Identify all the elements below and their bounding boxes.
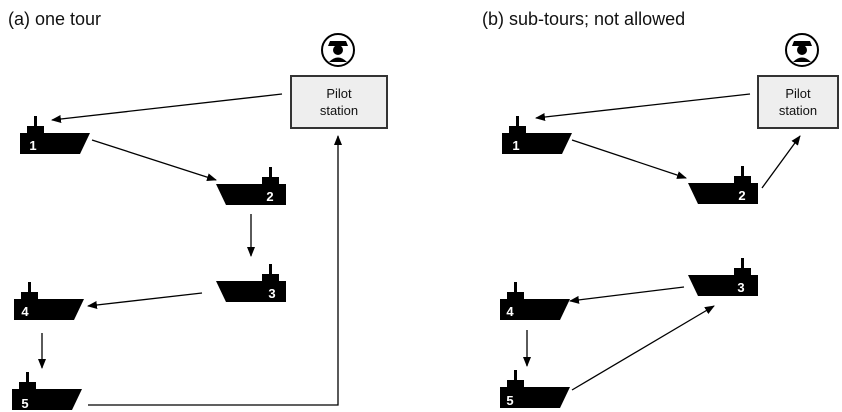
ship-4-label: 4 [506, 304, 514, 319]
ship-2-label: 2 [738, 188, 745, 203]
ship-1-label: 1 [512, 138, 519, 153]
arrow-ship-5-to-ship-3 [571, 305, 715, 391]
ship-3-label: 3 [268, 286, 275, 301]
ship-2: 2 [688, 166, 758, 204]
pilot-avatar-icon [321, 33, 355, 67]
ship-1: 1 [20, 116, 90, 154]
ship-4-label: 4 [21, 304, 29, 319]
pilot-station-box [290, 75, 388, 129]
pilot-station: Pilot station [290, 75, 388, 129]
ship-2-label: 2 [266, 189, 273, 204]
ship-3: 3 [688, 258, 758, 296]
panel-b-title: (b) sub-tours; not allowed [482, 9, 685, 29]
arrow-station-to-ship-1 [51, 93, 283, 123]
panel-a: (a) one tour Pilot station 1 2 3 [8, 9, 388, 411]
arrow-ship-1-to-ship-2 [571, 139, 687, 179]
pilot-station-label-line1: Pilot [785, 86, 811, 101]
pilot-station-label-line2: station [779, 103, 817, 118]
ship-5: 5 [12, 372, 82, 411]
pilot-station-label-line2: station [320, 103, 358, 118]
ship-5-label: 5 [506, 393, 513, 408]
pilot-station-label-line1: Pilot [326, 86, 352, 101]
arrow-station-to-ship-1 [535, 93, 751, 121]
pilot-station: Pilot station [757, 75, 839, 129]
arrow-ship-3-to-ship-4 [569, 286, 685, 304]
ship-icon [688, 258, 758, 296]
ship-4: 4 [500, 282, 570, 320]
ship-3: 3 [216, 264, 286, 302]
arrow-ship-2-to-station [761, 135, 801, 189]
panel-b: (b) sub-tours; not allowed Pilot station… [482, 9, 839, 408]
ship-5: 5 [500, 370, 570, 408]
panel-a-title: (a) one tour [8, 9, 101, 29]
ship-5-label: 5 [21, 396, 28, 411]
ship-4: 4 [14, 282, 84, 320]
arrow-ship-3-to-ship-4 [87, 292, 203, 309]
ship-icon [688, 166, 758, 204]
ship-3-label: 3 [737, 280, 744, 295]
ship-2: 2 [216, 167, 286, 205]
ship-icon [216, 167, 286, 205]
pilot-avatar-icon [785, 33, 819, 67]
arrow-ship-1-to-ship-2 [91, 139, 217, 182]
ship-1-label: 1 [29, 138, 36, 153]
pilot-station-box [757, 75, 839, 129]
arrow-ship-5-to-station [88, 135, 342, 406]
ship-1: 1 [502, 116, 572, 154]
